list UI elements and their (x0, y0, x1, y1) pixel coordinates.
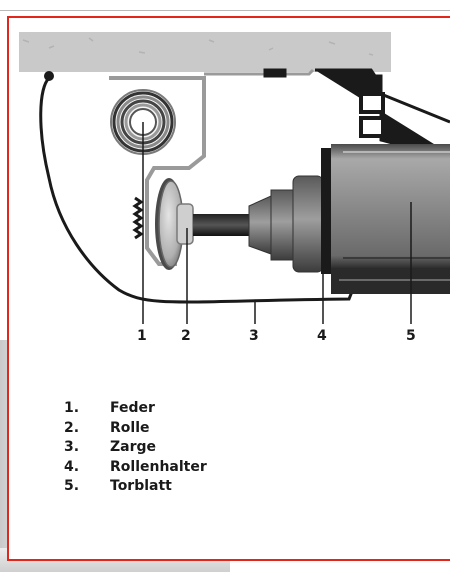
legend-item: 3. Zarge (64, 438, 207, 458)
profile-box-upper (359, 92, 385, 114)
legend-item: 4. Rollenhalter (64, 458, 207, 478)
callout-4: 4 (317, 328, 327, 344)
top-divider (0, 10, 450, 11)
legend-label: Feder (110, 400, 155, 416)
legend-item: 2. Rolle (64, 419, 207, 439)
legend-label: Zarge (110, 439, 157, 455)
grey-bracket (109, 76, 206, 266)
door-roller-diagram (19, 32, 450, 324)
legend-label: Torblatt (110, 478, 172, 494)
legend-number: 5. (64, 478, 80, 494)
callout-3: 3 (249, 328, 259, 344)
legend-label: Rolle (110, 419, 150, 436)
ceiling-texture (22, 37, 374, 56)
legend-number: 4. (64, 458, 80, 475)
legend-item: 5. Torblatt (64, 477, 207, 497)
callout-5: 5 (406, 328, 416, 344)
parts-legend: 1. Feder 2. Rolle 3. Zarge 4. Rollenhalter 5… (64, 399, 207, 497)
legend-number: 2. (64, 419, 80, 436)
anchor-screw (44, 71, 54, 81)
callout-2: 2 (181, 328, 191, 344)
legend-number: 1. (64, 400, 80, 416)
door-leaf (331, 144, 450, 294)
spring-wire (132, 196, 144, 240)
legend-number: 3. (64, 439, 80, 455)
legend-label: Rollenhalter (110, 458, 207, 475)
callout-leaders (142, 122, 412, 324)
ceiling-slab (19, 32, 391, 72)
grey-bracket-inner (204, 68, 315, 76)
legend-item: 1. Feder (64, 399, 207, 419)
profile-box-lower (359, 116, 385, 138)
callout-1: 1 (137, 328, 147, 344)
roller-axle (193, 214, 251, 236)
roller-wheel-icon (155, 178, 194, 270)
roller-holder-icon (248, 148, 333, 274)
profile-diagonal (380, 92, 450, 124)
frame-zarge-outline (39, 76, 357, 304)
